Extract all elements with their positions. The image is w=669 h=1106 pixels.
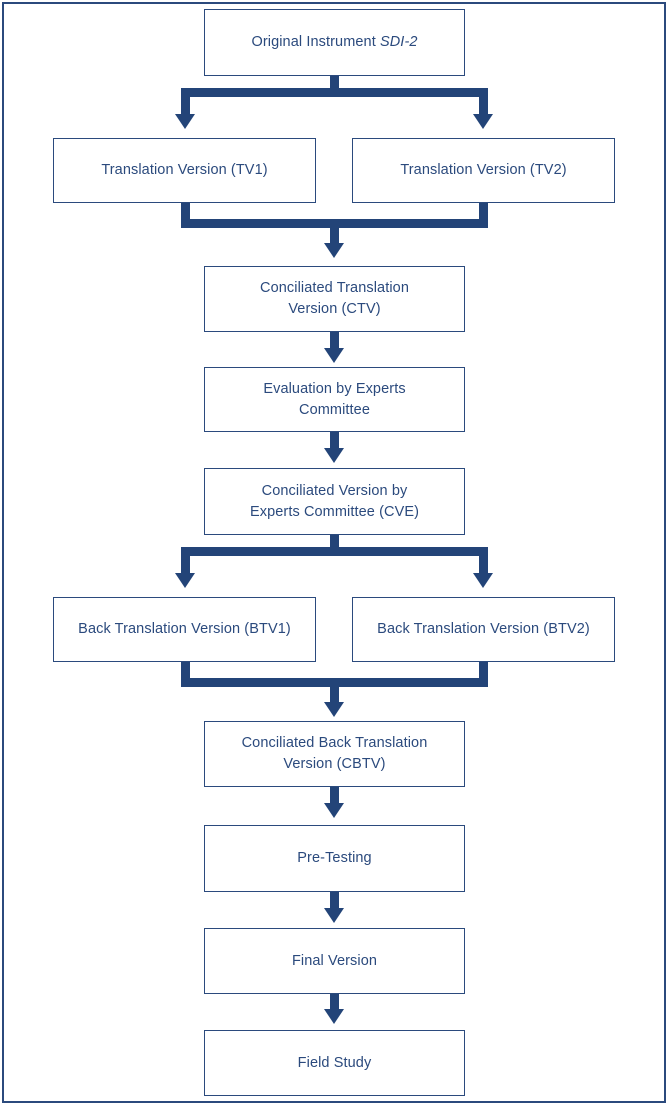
node-back-translation-version-btv1-label: Back Translation Version (BTV1) [78,621,291,638]
edge-original-stem [330,76,339,96]
edge-tv2-merge-stem [479,203,488,228]
node-back-translation-version-btv2[interactable]: Back Translation Version (BTV2) [352,597,615,662]
edge-btv-merge-to-cbtv-arrowhead [324,702,344,717]
edge-final-to-field-stem [330,994,339,1011]
edge-original-split-bar [181,88,488,97]
edge-btv2-merge-stem [479,662,488,687]
node-evaluation-by-experts-committee-label: Evaluation by Experts Committee [263,380,406,418]
edge-tv-merge-to-ctv-stem [330,228,339,246]
node-final-version[interactable]: Final Version [204,928,465,994]
node-original-instrument[interactable]: Original Instrument SDI-2 [204,9,465,76]
edge-cbtv-to-pretesting-stem [330,787,339,805]
node-translation-version-tv2-label: Translation Version (TV2) [400,162,567,179]
edge-btv-merge-bar [181,678,488,687]
node-translation-version-tv1-label: Translation Version (TV1) [101,162,268,179]
edge-pretesting-to-final-arrowhead [324,908,344,923]
node-conciliated-version-by-experts-committee[interactable]: Conciliated Version by Experts Committee… [204,468,465,535]
edge-tv-merge-bar [181,219,488,228]
node-original-instrument-italic: SDI-2 [379,34,418,51]
edge-cve-to-btv2-arrowhead [473,573,493,588]
node-original-instrument-label: Original Instrument SDI-2 [251,34,418,51]
edge-cbtv-to-pretesting-arrowhead [324,803,344,818]
node-translation-version-tv2[interactable]: Translation Version (TV2) [352,138,615,203]
edge-pretesting-to-final-stem [330,892,339,910]
node-back-translation-version-btv1[interactable]: Back Translation Version (BTV1) [53,597,316,662]
edge-tv1-merge-stem [181,203,190,228]
edge-tv-merge-to-ctv-arrowhead [324,243,344,258]
edge-btv1-merge-stem [181,662,190,687]
edge-ctv-to-evaluation-arrowhead [324,348,344,363]
node-field-study[interactable]: Field Study [204,1030,465,1096]
edge-final-to-field-arrowhead [324,1009,344,1024]
edge-btv-merge-to-cbtv-stem [330,687,339,705]
edge-original-to-tv1-stem [181,88,190,116]
node-conciliated-translation-version[interactable]: Conciliated Translation Version (CTV) [204,266,465,332]
node-conciliated-back-translation-version-label: Conciliated Back Translation Version (CB… [241,735,428,772]
edge-ctv-to-evaluation-stem [330,332,339,350]
edge-evaluation-to-cve-stem [330,432,339,450]
edge-cve-split-bar [181,547,488,556]
node-final-version-label: Final Version [291,952,378,969]
edge-original-to-tv1-arrowhead [175,114,195,129]
node-evaluation-by-experts-committee[interactable]: Evaluation by Experts Committee [204,367,465,432]
node-back-translation-version-btv2-label: Back Translation Version (BTV2) [377,621,590,638]
node-conciliated-translation-version-label: Conciliated Translation Version (CTV) [260,280,409,317]
edge-cve-stem [330,535,339,555]
node-pre-testing[interactable]: Pre-Testing [204,825,465,892]
edge-evaluation-to-cve-arrowhead [324,448,344,463]
node-translation-version-tv1[interactable]: Translation Version (TV1) [53,138,316,203]
node-field-study-label: Field Study [297,1054,372,1071]
node-conciliated-back-translation-version[interactable]: Conciliated Back Translation Version (CB… [204,721,465,787]
edge-cve-to-btv1-stem [181,547,190,575]
edge-cve-to-btv2-stem [479,547,488,575]
edge-original-to-tv2-arrowhead [473,114,493,129]
edge-cve-to-btv1-arrowhead [175,573,195,588]
node-pre-testing-label: Pre-Testing [297,850,372,867]
edge-original-to-tv2-stem [479,88,488,116]
node-conciliated-version-by-experts-committee-label: Conciliated Version by Experts Committee… [249,482,420,520]
